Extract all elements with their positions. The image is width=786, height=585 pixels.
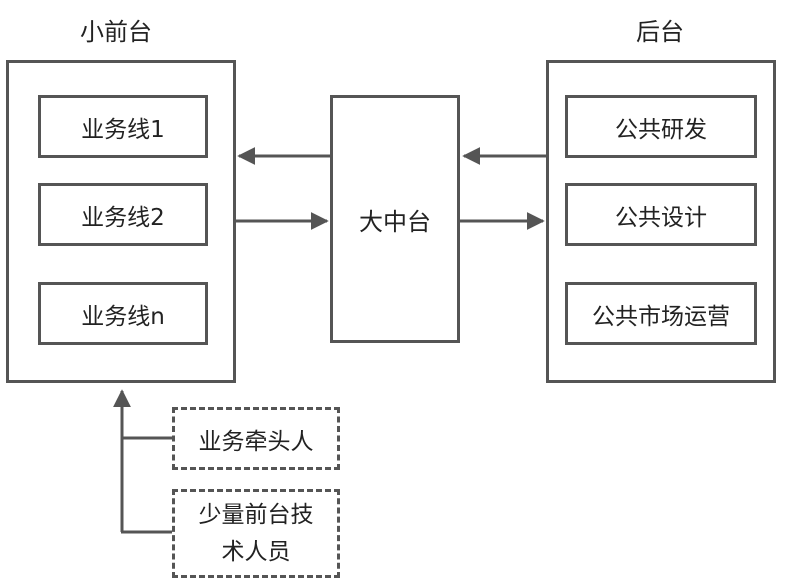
tech-staff-line-2: 术人员	[221, 538, 291, 565]
public-rd: 公共研发	[565, 95, 757, 158]
middle-platform: 大中台	[330, 95, 460, 343]
public-marketing: 公共市场运营	[565, 282, 757, 345]
front-title: 小前台	[80, 18, 152, 46]
back-title: 后台	[636, 18, 684, 46]
business-lead-box: 业务牵头人	[172, 407, 340, 470]
business-line-n: 业务线n	[38, 282, 208, 345]
business-line-1: 业务线1	[38, 95, 208, 158]
tech-staff-box: 少量前台技 术人员	[172, 489, 340, 578]
tech-staff-line-1: 少量前台技	[198, 501, 314, 528]
business-line-2: 业务线2	[38, 183, 208, 246]
public-design: 公共设计	[565, 183, 757, 246]
